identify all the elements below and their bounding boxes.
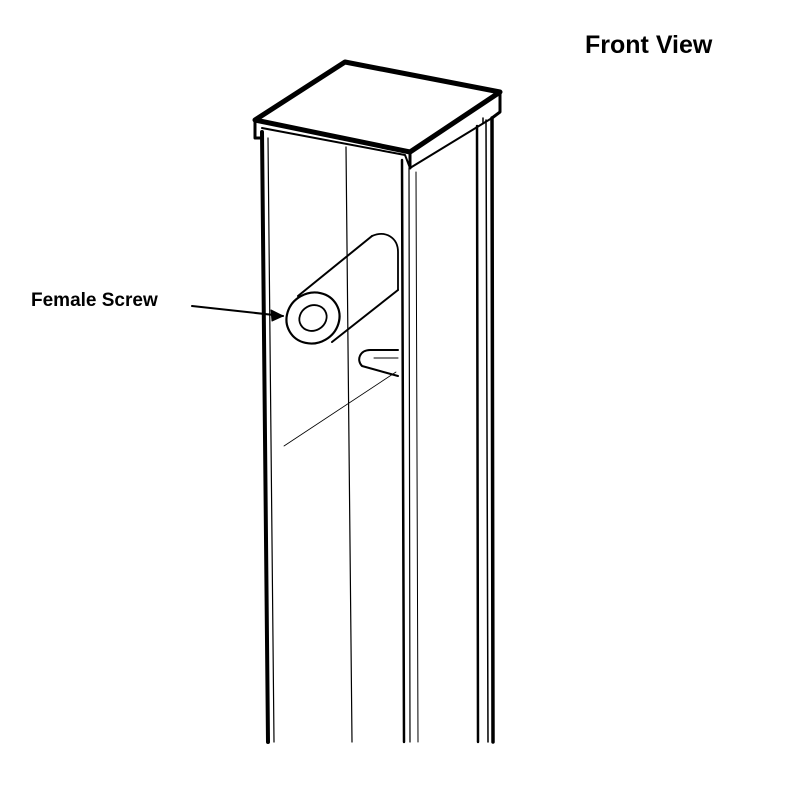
post-cap bbox=[252, 59, 503, 170]
female-screw-label: Female Screw bbox=[31, 290, 158, 311]
post-body bbox=[260, 116, 495, 744]
view-title: Front View bbox=[585, 31, 713, 59]
female-screw bbox=[285, 233, 399, 345]
female-screw-leader bbox=[191, 305, 284, 322]
slot bbox=[358, 349, 399, 377]
